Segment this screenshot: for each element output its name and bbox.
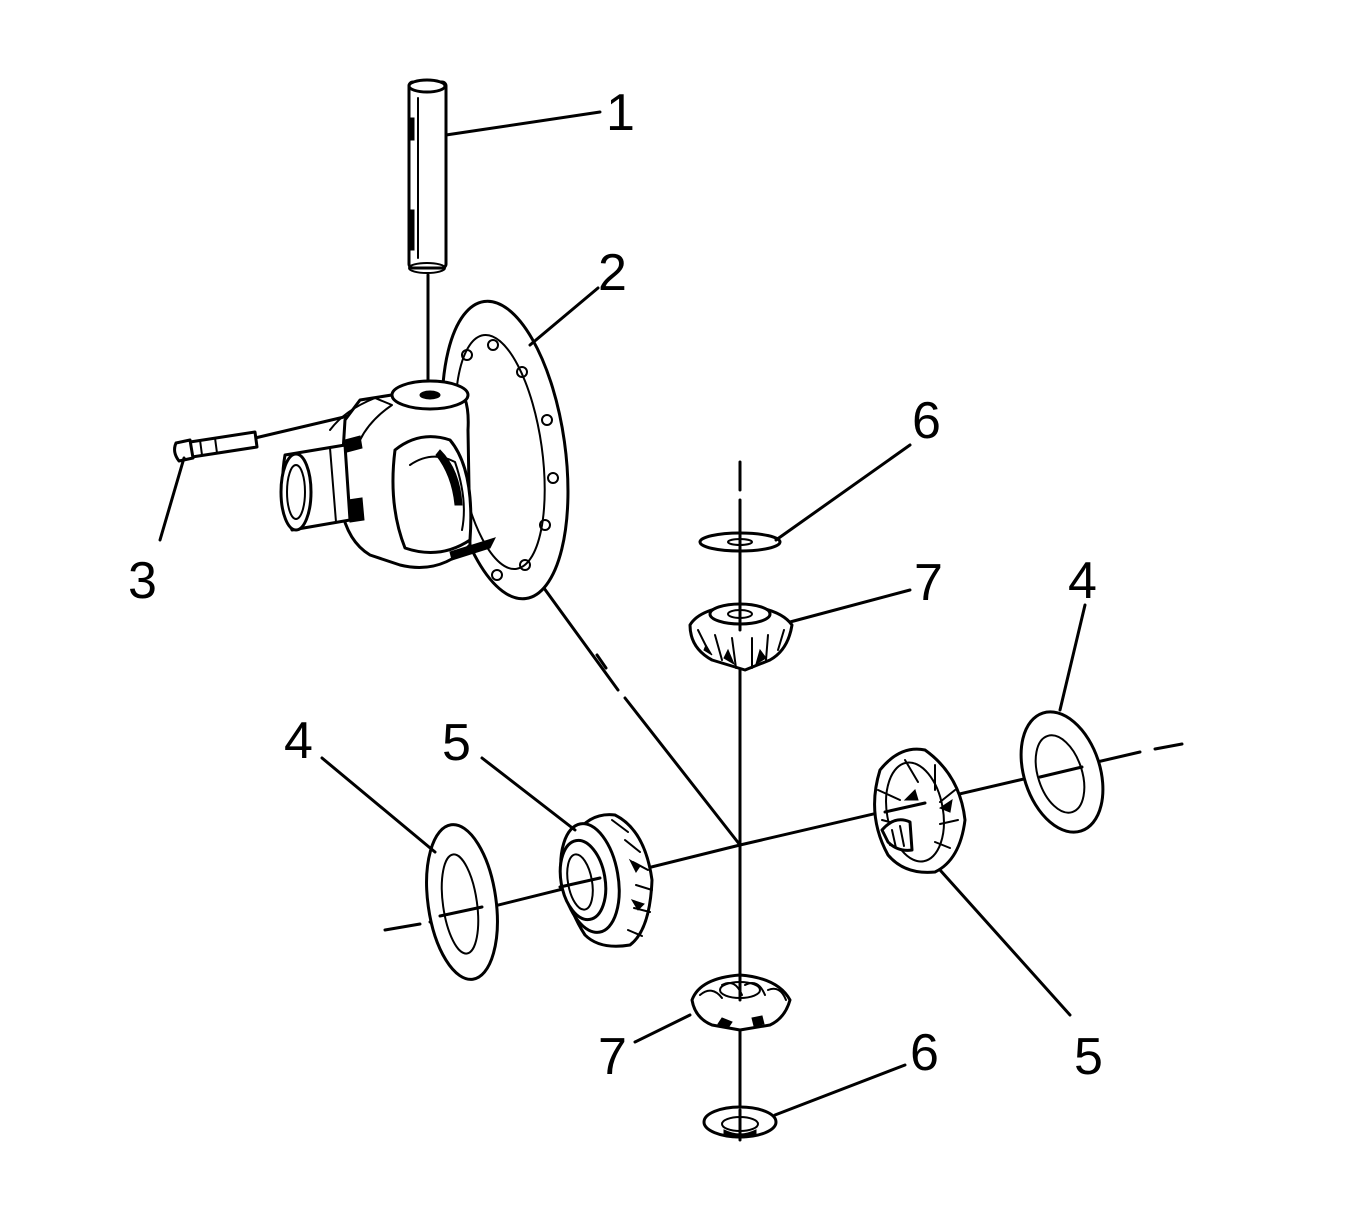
callout-3: 3 xyxy=(128,552,157,610)
cross-pin xyxy=(407,78,448,274)
callout-5-right: 5 xyxy=(1074,1028,1103,1086)
leader-lines xyxy=(158,110,1087,1117)
callout-5-left: 5 xyxy=(442,714,471,772)
callout-4-right: 4 xyxy=(1068,552,1097,610)
callout-6-top: 6 xyxy=(912,392,941,450)
side-gear-left xyxy=(558,813,654,948)
callout-labels: 1 2 3 4 4 5 5 6 6 7 7 xyxy=(128,84,1103,1086)
side-thrust-washer-left xyxy=(425,823,499,981)
side-gear-right xyxy=(873,747,967,874)
differential-case xyxy=(279,299,570,601)
callout-7-top: 7 xyxy=(914,554,943,612)
lock-bolt xyxy=(173,430,259,463)
callout-7-bottom: 7 xyxy=(598,1028,627,1086)
assembly-axes-overlay xyxy=(438,528,1084,1137)
callout-2: 2 xyxy=(598,244,627,302)
callout-4-left: 4 xyxy=(284,712,313,770)
callout-1: 1 xyxy=(606,84,635,142)
callout-6-bottom: 6 xyxy=(910,1024,939,1082)
